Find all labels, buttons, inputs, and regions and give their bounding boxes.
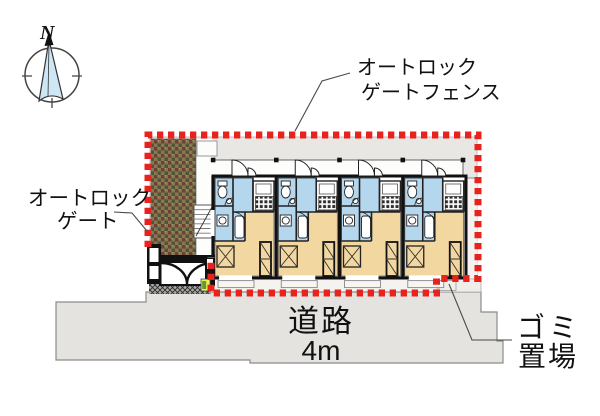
label-gate: オートロック ゲート [28,187,151,233]
road-area [55,291,504,364]
label-gate-fence: オートロック ゲートフェンス [357,56,501,104]
label-trash-line1: ゴミ [517,312,581,343]
label-road-line1: 道路 [288,304,354,339]
label-road-line2: 4m [302,335,341,366]
entrance-gate [147,244,215,294]
side-door-gap [210,210,215,236]
label-gate-fence-line1: オートロック [357,56,477,79]
leader-trash [448,283,512,341]
label-trash: ゴミ 置場 [517,312,581,372]
label-road: 道路 4m [288,304,354,366]
leader-gate-fence [294,72,351,132]
label-gate-fence-line2: ゲートフェンス [361,81,501,104]
side-walkway [196,139,213,262]
compass-needle [38,39,64,103]
north-label: N [39,22,56,44]
leader-gate [113,211,148,232]
right-strip [466,178,477,292]
shed [196,140,218,157]
hedge [150,138,197,263]
label-trash-line2: 置場 [518,341,578,372]
compass: N [22,22,82,108]
label-gate-line1: オートロック [28,187,151,210]
fence-boundary [144,131,482,297]
label-gate-line2: ゲート [57,210,119,233]
